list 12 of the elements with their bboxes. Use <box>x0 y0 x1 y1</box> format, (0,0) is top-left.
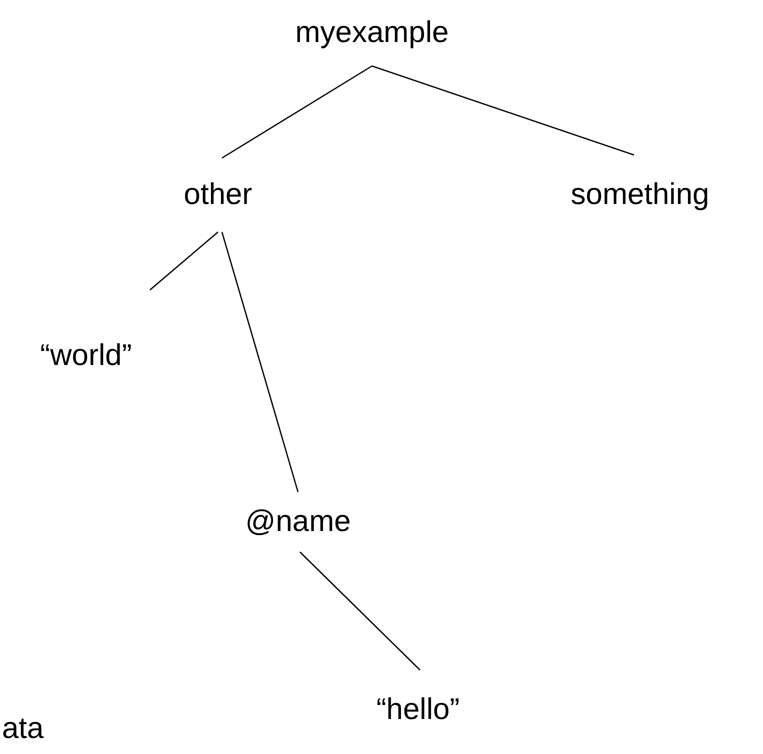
connector-line <box>222 65 372 159</box>
connector-line <box>300 552 420 670</box>
node-label: other <box>184 178 252 212</box>
node-label: myexample <box>295 16 449 50</box>
text-label: ata <box>2 712 44 746</box>
connector-line <box>372 65 634 156</box>
node-label: “hello” <box>376 693 460 727</box>
node-label: “world” <box>40 339 132 373</box>
connector-line <box>221 232 299 492</box>
connector-line <box>149 232 218 290</box>
node-label: @name <box>245 505 351 539</box>
node-label: something <box>570 178 710 212</box>
